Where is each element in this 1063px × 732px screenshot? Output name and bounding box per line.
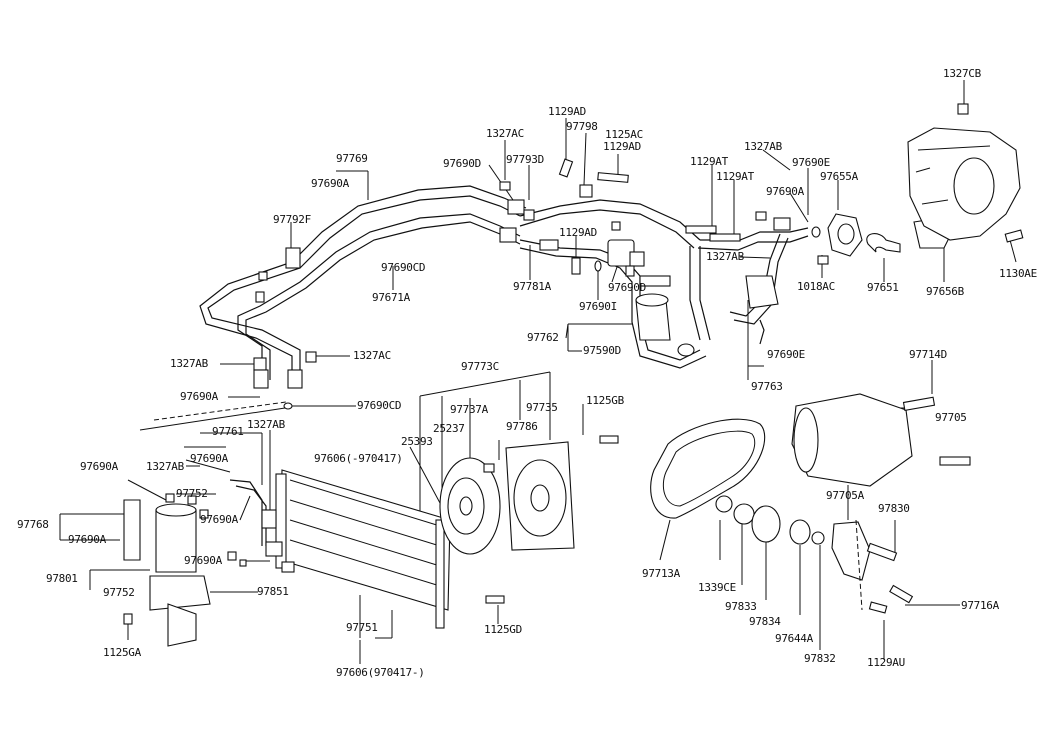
label-97644A: 97644A: [775, 632, 813, 645]
label-97768: 97768: [17, 518, 49, 531]
label-97606-late: 97606(970417-): [336, 666, 425, 679]
label-1130AE: 1130AE: [999, 267, 1037, 280]
label-97690D: 97690D: [443, 157, 481, 170]
label-1129AD-c: 1129AD: [559, 226, 597, 239]
label-1129AD: 1129AD: [548, 105, 586, 118]
label-1327AB: 1327AB: [744, 140, 782, 153]
label-97690A-f: 97690A: [68, 533, 106, 546]
label-97786: 97786: [506, 420, 538, 433]
label-1327AC-b: 1327AC: [353, 349, 391, 362]
label-97690D-b: 97690D: [608, 281, 646, 294]
label-1018AC: 1018AC: [797, 280, 835, 293]
label-25393: 25393: [401, 435, 433, 448]
label-97798: 97798: [566, 120, 598, 133]
label-97716A: 97716A: [961, 599, 999, 612]
label-1327CB: 1327CB: [943, 67, 981, 80]
label-97769: 97769: [336, 152, 368, 165]
label-1125GA: 1125GA: [103, 646, 141, 659]
label-97833: 97833: [725, 600, 757, 613]
label-1129AU: 1129AU: [867, 656, 905, 669]
label-97655A: 97655A: [820, 170, 858, 183]
belt-and-compressor: [650, 393, 971, 614]
label-97832: 97832: [804, 652, 836, 665]
receiver-drier: [123, 493, 247, 647]
label-97801: 97801: [46, 572, 78, 585]
label-97651: 97651: [867, 281, 899, 294]
label-97792F: 97792F: [273, 213, 311, 226]
label-1125AC: 1125AC: [605, 128, 643, 141]
label-97793D: 97793D: [506, 153, 544, 166]
label-97851: 97851: [257, 585, 289, 598]
label-1327AB-d: 1327AB: [247, 418, 285, 431]
label-97763: 97763: [751, 380, 783, 393]
label-97773C: 97773C: [461, 360, 499, 373]
label-97671A: 97671A: [372, 291, 410, 304]
label-97690CD-b: 97690CD: [357, 399, 402, 412]
label-97690A-b: 97690A: [766, 185, 804, 198]
label-1327AB-c: 1327AB: [170, 357, 208, 370]
condenser: [153, 401, 451, 629]
label-97690A-h: 97690A: [184, 554, 222, 567]
label-97690A-g: 97690A: [200, 513, 238, 526]
label-1327AC: 1327AC: [486, 127, 524, 140]
label-97762: 97762: [527, 331, 559, 344]
label-1327AB-e: 1327AB: [146, 460, 184, 473]
label-97690E-b: 97690E: [767, 348, 805, 361]
label-97830: 97830: [878, 502, 910, 515]
label-1129AT: 1129AT: [690, 155, 728, 168]
label-1339CE: 1339CE: [698, 581, 736, 594]
fittings: [253, 103, 1024, 410]
label-97690A-d: 97690A: [190, 452, 228, 465]
label-97714D: 97714D: [909, 348, 947, 361]
label-97590D: 97590D: [583, 344, 621, 357]
label-97690E: 97690E: [792, 156, 830, 169]
label-97690A-c: 97690A: [180, 390, 218, 403]
fan-assemblies: [439, 435, 619, 604]
label-97834: 97834: [749, 615, 781, 628]
label-1125GB: 1125GB: [586, 394, 624, 407]
label-25237: 25237: [433, 422, 465, 435]
compressor-housing: [907, 127, 1021, 241]
label-97751: 97751: [346, 621, 378, 634]
label-97606-early: 97606(-970417): [314, 452, 403, 465]
label-97735: 97735: [526, 401, 558, 414]
label-97690A-e: 97690A: [80, 460, 118, 473]
label-97705: 97705: [935, 411, 967, 424]
label-97656B: 97656B: [926, 285, 964, 298]
label-1129AD-b: 1129AD: [603, 140, 641, 153]
label-97690A: 97690A: [311, 177, 349, 190]
label-97781A: 97781A: [513, 280, 551, 293]
label-97690CD: 97690CD: [381, 261, 426, 274]
label-97705A: 97705A: [826, 489, 864, 502]
label-1129AT-b: 1129AT: [716, 170, 754, 183]
label-97752: 97752: [176, 487, 208, 500]
label-1327AB-b: 1327AB: [706, 250, 744, 263]
label-97690I: 97690I: [579, 300, 617, 313]
label-97737A: 97737A: [450, 403, 488, 416]
label-97761: 97761: [212, 425, 244, 438]
label-97752-b: 97752: [103, 586, 135, 599]
label-1125GD: 1125GD: [484, 623, 522, 636]
label-97713A: 97713A: [642, 567, 680, 580]
